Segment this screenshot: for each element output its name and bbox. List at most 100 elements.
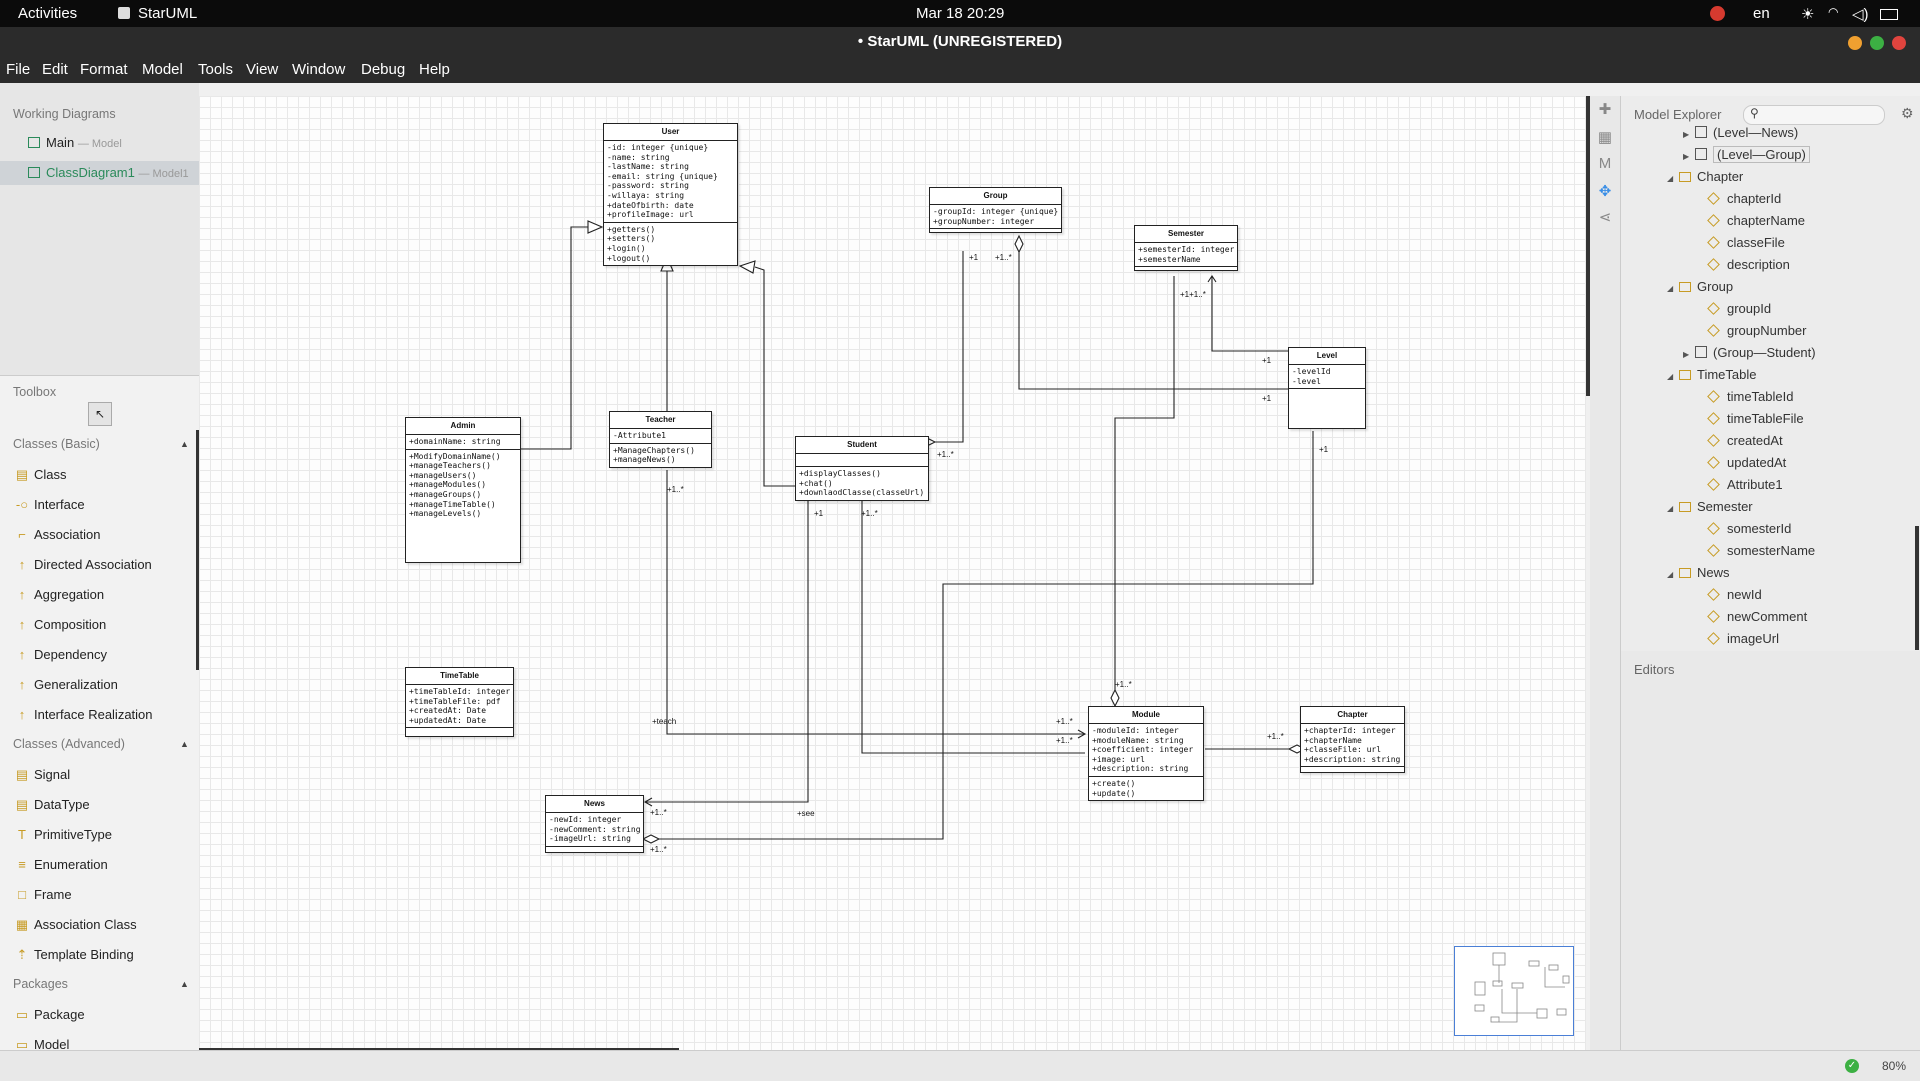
menu-help[interactable]: Help [419,61,450,78]
working-diagram-main[interactable]: Main — Model [0,131,199,155]
tree-row[interactable]: ◢Semester [1667,496,1753,518]
class-group[interactable]: Group -groupId: integer {unique} +groupN… [929,187,1062,234]
close-button[interactable] [1892,36,1906,50]
tool-directed-association[interactable]: ↑Directed Association [0,550,190,580]
menu-format[interactable]: Format [80,61,128,78]
expand-icon[interactable]: ▶ [1683,130,1690,139]
battery-icon[interactable] [1880,9,1898,20]
class-user[interactable]: User -id: integer {unique} -name: string… [603,123,738,267]
menu-file[interactable]: File [6,61,31,78]
explorer-scrollbar[interactable] [1915,526,1919,650]
tree-row[interactable]: ▶(Group—Student) [1683,342,1816,364]
tree-row[interactable]: imageUrl [1707,628,1779,650]
diagram-minimap[interactable] [1454,946,1574,1036]
tree-row[interactable]: ◢Chapter [1667,166,1743,188]
class-admin[interactable]: Admin +domainName: string +ModifyDomainN… [405,417,521,563]
tree-row[interactable]: Attribute1 [1707,474,1783,496]
markdown-icon[interactable]: M [1598,155,1612,172]
tool-datatype[interactable]: ▤DataType [0,790,190,820]
wifi-icon[interactable]: ◠ [1828,5,1839,19]
menu-tools[interactable]: Tools [198,61,234,78]
tree-row[interactable]: ▶(Level—Group) [1683,144,1810,166]
tool-signal[interactable]: ▤Signal [0,760,190,790]
tool-association-class[interactable]: ▦Association Class [0,910,190,940]
tree-row[interactable]: chapterId [1707,188,1781,210]
tree-row[interactable]: classeFile [1707,232,1785,254]
maximize-button[interactable] [1870,36,1884,50]
class-chapter[interactable]: Chapter +chapterId: integer +chapterName… [1300,706,1405,774]
brightness-icon[interactable]: ☀ [1801,6,1815,23]
tree-row[interactable]: timeTableId [1707,386,1793,408]
tree-row[interactable]: somesterId [1707,518,1791,540]
tool-dependency[interactable]: ↑Dependency [0,640,190,670]
tool-model[interactable]: ▭Model [0,1030,190,1060]
class-module[interactable]: Module -moduleId: integer +moduleName: s… [1088,706,1204,802]
validation-ok-icon[interactable]: ✓ [1845,1059,1859,1073]
settings-gear-icon[interactable]: ⚙ [1901,105,1914,121]
expand-icon[interactable]: ▶ [1683,152,1690,161]
menu-debug[interactable]: Debug [361,61,406,78]
collapse-icon[interactable]: ◢ [1667,284,1674,293]
menu-view[interactable]: View [246,61,279,78]
collapse-icon[interactable]: ◢ [1667,372,1674,381]
diagram-canvas[interactable]: User -id: integer {unique} -name: string… [199,96,1586,1050]
class-teacher[interactable]: Teacher -Attribute1 +ManageChapters() +m… [609,411,712,468]
tool-generalization[interactable]: ↑Generalization [0,670,190,700]
tree-row[interactable]: groupId [1707,298,1771,320]
toolbox-scrollbar[interactable] [196,430,200,670]
select-tool-icon[interactable]: ↖ [88,402,112,426]
class-timetable[interactable]: TimeTable +timeTableId: integer +timeTab… [405,667,514,738]
class-news[interactable]: News -newId: integer -newComment: string… [545,795,644,853]
menu-model[interactable]: Model [142,61,183,78]
class-student[interactable]: Student +displayClasses() +chat() +downl… [795,436,929,501]
tool-composition[interactable]: ↑Composition [0,610,190,640]
app-menu[interactable]: StarUML [138,5,198,22]
collapse-icon[interactable]: ◢ [1667,504,1674,513]
working-diagram-classdiagram1[interactable]: ClassDiagram1 — Model1 [0,161,199,185]
tool-package[interactable]: ▭Package [0,1000,190,1030]
tree-row[interactable]: ◢News [1667,562,1730,584]
tool-class[interactable]: ▤Class [0,460,190,490]
expand-icon[interactable]: ▶ [1683,350,1690,359]
layout-icon[interactable]: ▦ [1597,129,1613,146]
tool-frame[interactable]: □Frame [0,880,190,910]
tool-enumeration[interactable]: ≡Enumeration [0,850,190,880]
toolbox-group-classes-advanced[interactable]: Classes (Advanced)▲ [0,731,190,757]
collapse-icon[interactable]: ◢ [1667,174,1674,183]
model-search-input[interactable]: ⚲ [1743,105,1885,125]
class-semester[interactable]: Semester +semesterId: integer +semesterN… [1134,225,1238,272]
tree-row[interactable]: groupNumber [1707,320,1807,342]
tree-row[interactable]: createdAt [1707,430,1783,452]
menu-window[interactable]: Window [292,61,346,78]
language-indicator[interactable]: en [1753,5,1770,22]
clock[interactable]: Mar 18 20:29 [916,5,1005,22]
tree-row[interactable]: timeTableFile [1707,408,1804,430]
zoom-level[interactable]: 80% [1882,1059,1907,1073]
toolbox-group-packages[interactable]: Packages▲ [0,971,190,997]
tree-row[interactable]: chapterName [1707,210,1805,232]
tree-row[interactable]: description [1707,254,1790,276]
navigator-icon[interactable]: ✥ [1598,183,1612,200]
minimize-button[interactable] [1848,36,1862,50]
tree-row[interactable]: somesterName [1707,540,1815,562]
tree-row[interactable]: ◢Group [1667,276,1733,298]
tree-row[interactable]: newId [1707,584,1762,606]
tree-row[interactable]: updatedAt [1707,452,1786,474]
extensions-icon[interactable]: ✚ [1598,101,1612,118]
tool-interface[interactable]: -○Interface [0,490,190,520]
chrome-indicator-icon[interactable] [1710,6,1725,21]
tree-row[interactable]: ▶(Level—News) [1683,126,1798,144]
tool-aggregation[interactable]: ↑Aggregation [0,580,190,610]
class-level[interactable]: Level -levelId -level [1288,347,1366,429]
canvas-vertical-scrollbar[interactable] [1586,96,1590,396]
toolbox-group-classes-basic[interactable]: Classes (Basic)▲ [0,431,190,457]
share-icon[interactable]: ⋖ [1598,209,1612,226]
tree-row[interactable]: ◢TimeTable [1667,364,1756,386]
collapse-icon[interactable]: ◢ [1667,570,1674,579]
activities-button[interactable]: Activities [18,5,78,22]
menu-edit[interactable]: Edit [42,61,68,78]
tool-association[interactable]: ⌐Association [0,520,190,550]
tree-row[interactable]: newComment [1707,606,1807,628]
tool-template-binding[interactable]: ⇡Template Binding [0,940,190,970]
